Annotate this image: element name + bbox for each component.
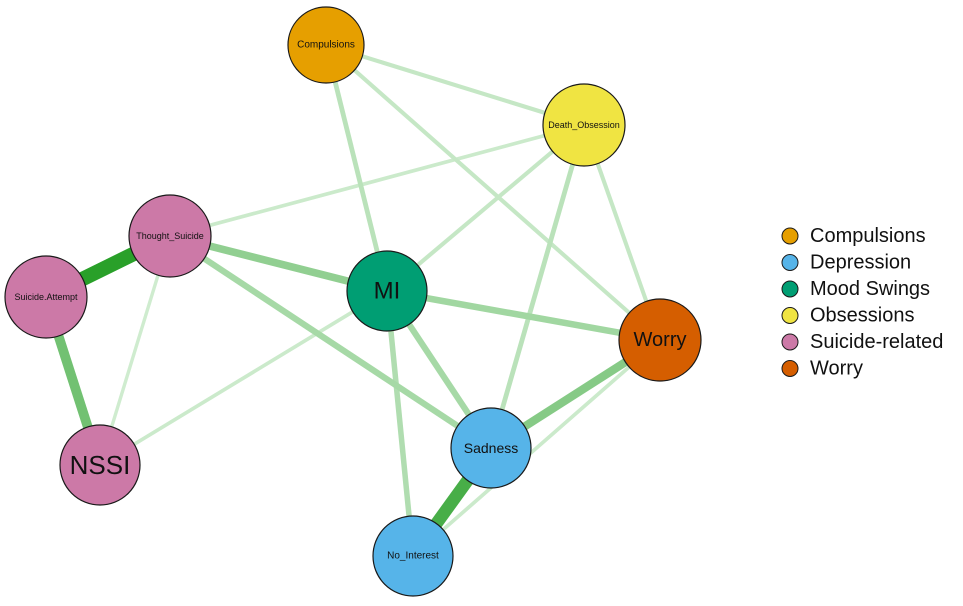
node-label: Sadness [464,440,518,456]
node-circle [372,515,454,597]
legend-item-obsessions: Obsessions [781,305,915,327]
nodes-layer: CompulsionsDeath_ObsessionThought_Suicid… [4,6,702,597]
legend-item-suicide-related: Suicide-related [781,331,943,353]
node-suicide-attempt: Suicide.Attempt [4,255,88,339]
edge-compulsions-death_obsession [325,43,585,127]
legend-label: Suicide-related [810,331,943,353]
node-label: No_Interest [387,551,439,562]
node-label: Death_Obsession [548,120,620,130]
legend-swatch [781,254,799,271]
legend-label: Depression [810,252,911,274]
node-circle [4,255,88,339]
node-circle [128,194,212,278]
legend-label: Compulsions [810,225,926,247]
edge-mi-nssi [99,289,388,467]
node-mi: MI [346,250,428,332]
node-circle [542,83,626,167]
node-thought-suicide: Thought_Suicide [128,194,212,278]
node-sadness: Sadness [450,407,532,489]
node-compulsions: Compulsions [287,6,365,84]
node-worry: Worry [618,298,702,382]
legend-swatch [781,360,799,377]
node-circle [450,407,532,489]
edge-compulsions-mi [323,44,390,292]
edge-mi-no_interest [384,290,416,557]
node-label: Worry [634,329,687,351]
edge-death_obsession-mi [385,123,586,293]
legend-swatch [781,333,799,351]
edge-compulsions-worry [324,43,662,342]
edge-death_obsession-thought_suicide [169,123,585,238]
node-label: Suicide.Attempt [14,292,78,302]
node-death-obsession: Death_Obsession [542,83,626,167]
node-label: Compulsions [297,40,355,51]
legend-label: Obsessions [810,305,915,327]
edge-worry-no_interest [411,338,662,558]
legend-swatch [781,307,799,324]
node-label: NSSI [70,450,131,480]
legend-item-mood-swings: Mood Swings [781,278,930,300]
legend-swatch [781,227,799,245]
legend-item-depression: Depression [781,252,911,274]
edges-layer [41,43,663,560]
node-circle [287,6,365,84]
legend-item-worry: Worry [781,358,863,380]
node-circle [59,424,141,506]
node-no-interest: No_Interest [372,515,454,597]
node-label: Thought_Suicide [136,231,204,241]
legend-item-compulsions: Compulsions [781,225,926,247]
edge-death_obsession-sadness [488,124,587,449]
legend-swatch [781,280,799,298]
edge-mi-worry [386,287,661,344]
legend-label: Mood Swings [810,278,930,300]
legend-label: Worry [810,358,863,380]
edge-thought_suicide-sadness [168,233,493,451]
node-nssi: NSSI [59,424,141,506]
node-label: MI [374,278,401,305]
node-circle [346,250,428,332]
node-circle [618,298,702,382]
